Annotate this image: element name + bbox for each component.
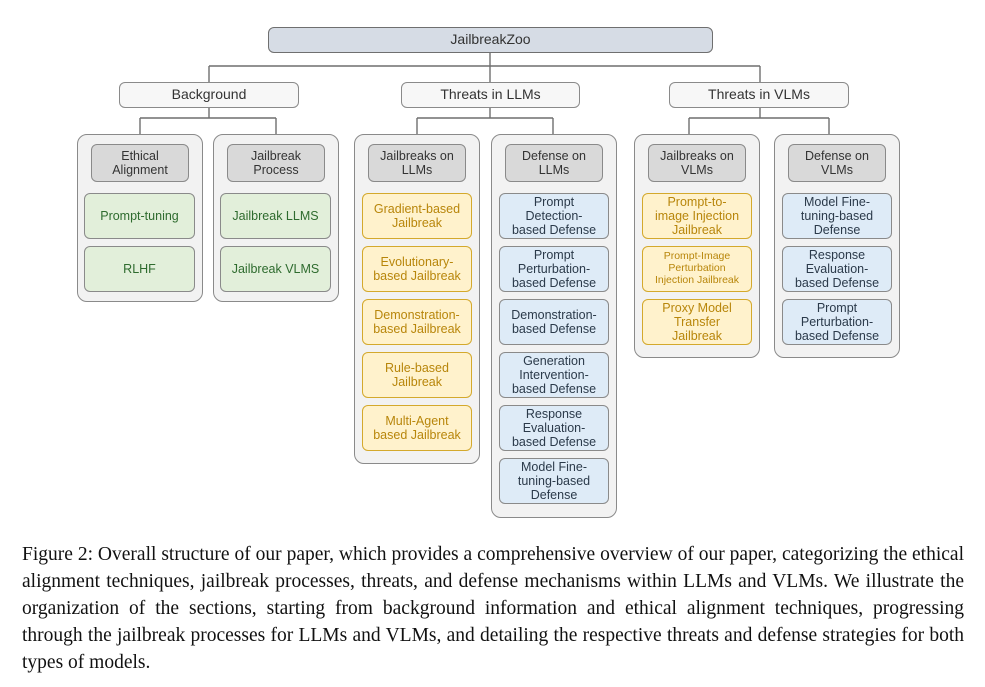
item-vlm-model-fine-tuning-based-defense: Model Fine- tuning-based Defense — [782, 193, 892, 239]
item-prompt-detection-based-defense: Prompt Detection- based Defense — [499, 193, 609, 239]
item-multi-agent-based-jailbreak: Multi-Agent based Jailbreak — [362, 405, 472, 451]
item-generation-intervention-based-defense: Generation Intervention- based Defense — [499, 352, 609, 398]
group-header-jailbreaks-on-vlms: Jailbreaks on VLMs — [648, 144, 746, 182]
item-demonstration-based-jailbreak: Demonstration- based Jailbreak — [362, 299, 472, 345]
group-header-jailbreak-process: Jailbreak Process — [227, 144, 325, 182]
item-prompt-image-perturbation-injection-jailbreak: Prompt-Image Perturbation Injection Jail… — [642, 246, 752, 292]
item-model-fine-tuning-based-defense: Model Fine- tuning-based Defense — [499, 458, 609, 504]
item-prompt-to-image-injection-jailbreak: Prompt-to- image Injection Jailbreak — [642, 193, 752, 239]
item-rlhf: RLHF — [84, 246, 195, 292]
item-demonstration-based-defense: Demonstration- based Defense — [499, 299, 609, 345]
figure-caption: Figure 2: Overall structure of our paper… — [22, 544, 964, 673]
group-header-jailbreaks-on-llms: Jailbreaks on LLMs — [368, 144, 466, 182]
category-threats-llms: Threats in LLMs — [401, 82, 580, 108]
group-header-defense-on-vlms: Defense on VLMs — [788, 144, 886, 182]
item-evolutionary-based-jailbreak: Evolutionary- based Jailbreak — [362, 246, 472, 292]
item-rule-based-jailbreak: Rule-based Jailbreak — [362, 352, 472, 398]
root-node: JailbreakZoo — [268, 27, 713, 53]
group-header-defense-on-llms: Defense on LLMs — [505, 144, 603, 182]
item-vlm-prompt-perturbation-based-defense: Prompt Perturbation- based Defense — [782, 299, 892, 345]
group-header-ethical-alignment: Ethical Alignment — [91, 144, 189, 182]
category-threats-vlms: Threats in VLMs — [669, 82, 849, 108]
item-vlm-response-evaluation-based-defense: Response Evaluation- based Defense — [782, 246, 892, 292]
connector-lines — [139, 53, 830, 134]
item-prompt-perturbation-based-defense: Prompt Perturbation- based Defense — [499, 246, 609, 292]
structure-diagram: JailbreakZoo Background Threats in LLMs … — [77, 27, 900, 518]
item-response-evaluation-based-defense: Response Evaluation- based Defense — [499, 405, 609, 451]
item-prompt-tuning: Prompt-tuning — [84, 193, 195, 239]
item-gradient-based-jailbreak: Gradient-based Jailbreak — [362, 193, 472, 239]
item-jailbreak-vlms: Jailbreak VLMS — [220, 246, 331, 292]
category-background: Background — [119, 82, 299, 108]
item-proxy-model-transfer-jailbreak: Proxy Model Transfer Jailbreak — [642, 299, 752, 345]
item-jailbreak-llms: Jailbreak LLMS — [220, 193, 331, 239]
